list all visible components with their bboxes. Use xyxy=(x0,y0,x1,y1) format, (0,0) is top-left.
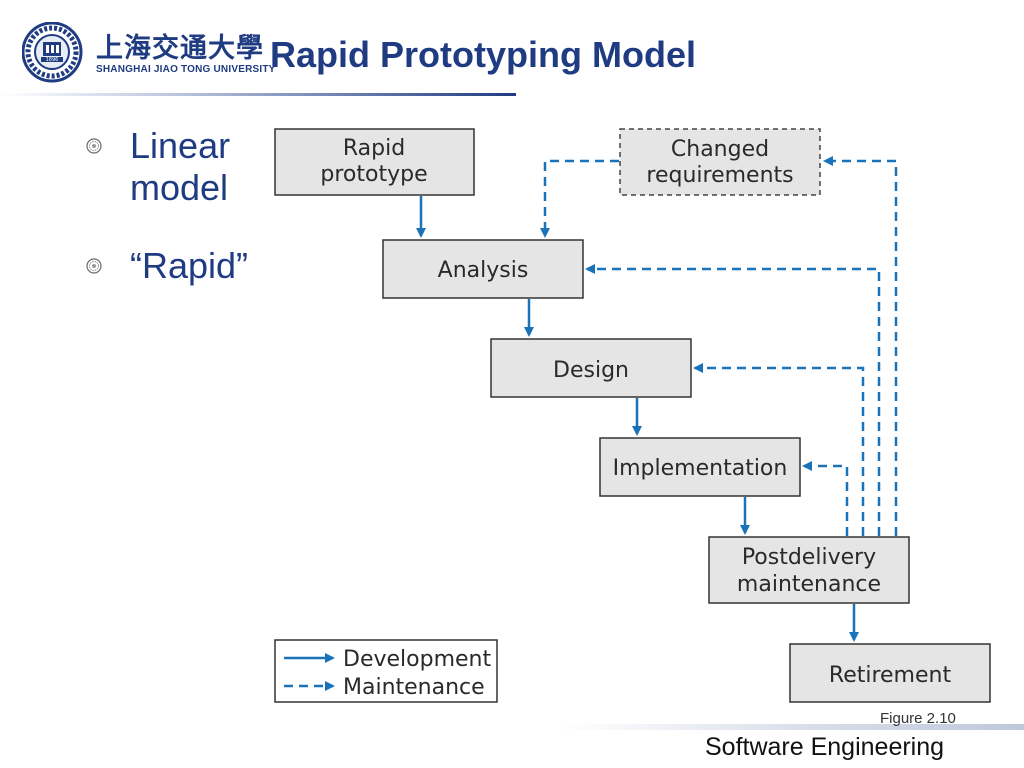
box-postdelivery-maintenance: Postdelivery maintenance xyxy=(708,536,910,604)
bullet-icon xyxy=(86,258,102,274)
footer-rule xyxy=(560,724,1024,730)
slide-title: Rapid Prototyping Model xyxy=(270,34,696,75)
university-name-en: SHANGHAI JIAO TONG UNIVERSITY xyxy=(96,64,276,75)
legend-development-label: Development xyxy=(343,647,491,672)
box-implementation: Implementation xyxy=(599,437,801,497)
box-analysis: Analysis xyxy=(382,239,584,299)
bullet-icon xyxy=(86,138,102,154)
university-logo: 1896 上海交通大學 SHANGHAI JIAO TONG UNIVERSIT… xyxy=(22,22,275,84)
box-label: Retirement xyxy=(829,663,952,688)
box-retirement: Retirement xyxy=(789,643,991,703)
arrow-postdelivery-to-changed-requirements xyxy=(823,156,898,536)
box-label: Postdelivery xyxy=(742,545,876,570)
box-label: Implementation xyxy=(613,456,788,481)
box-rapid-prototype: Rapid prototype xyxy=(274,128,475,196)
box-label: requirements xyxy=(646,163,793,188)
university-name-cn: 上海交通大學 xyxy=(96,33,264,64)
bullet-item-rapid: “Rapid” xyxy=(84,245,280,287)
box-design: Design xyxy=(490,338,692,398)
arrow-changed-requirements-to-analysis xyxy=(540,159,619,238)
box-label: Design xyxy=(553,358,629,383)
university-emblem-icon: 1896 xyxy=(22,22,83,83)
maintenance-arrows xyxy=(540,156,898,536)
box-label: maintenance xyxy=(737,572,881,597)
box-label: Changed xyxy=(671,137,769,162)
bullet-text: Linear model xyxy=(130,125,231,208)
bullet-item-linear-model: Linear model xyxy=(84,125,280,209)
box-label: Rapid xyxy=(343,136,405,161)
footer-course-title: Software Engineering xyxy=(705,733,945,761)
bullet-text: “Rapid” xyxy=(130,245,249,286)
figure-caption: Figure 2.10 xyxy=(880,710,956,727)
box-label: prototype xyxy=(320,162,427,187)
development-arrows xyxy=(416,196,859,642)
arrow-postdelivery-to-design xyxy=(693,363,865,536)
emblem-year-text: 1896 xyxy=(46,57,59,63)
title-underline xyxy=(0,93,516,96)
legend-maintenance-label: Maintenance xyxy=(343,675,485,700)
box-changed-requirements: Changed requirements xyxy=(619,128,821,196)
arrow-postdelivery-to-implementation xyxy=(802,461,849,536)
legend: Development Maintenance xyxy=(274,639,498,703)
box-label: Analysis xyxy=(438,258,529,283)
bullet-list: Linear model “Rapid” xyxy=(84,125,280,323)
